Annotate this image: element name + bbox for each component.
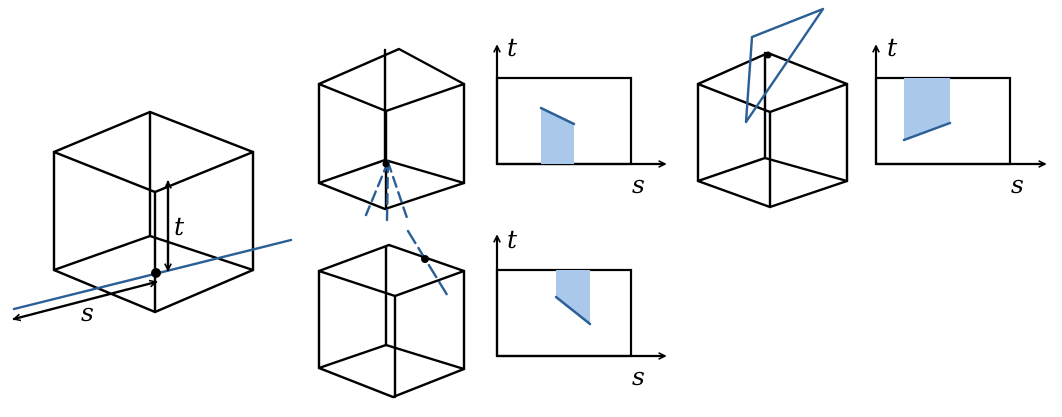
plot-c-t-label: t <box>887 33 898 62</box>
cube-b-ray <box>406 229 451 300</box>
cube-c <box>696 7 849 209</box>
cube-b-point <box>421 255 429 263</box>
t-label: t <box>174 212 185 241</box>
cube-c-plane <box>744 7 825 124</box>
plot-c-region <box>904 78 950 140</box>
cube-a-point <box>382 160 390 168</box>
plot-b-t-label: t <box>507 225 518 254</box>
plot-b-s-label: s <box>632 362 645 391</box>
main-cube: t s <box>14 110 293 327</box>
plot-a: t s <box>497 33 665 199</box>
plot-b: t s <box>497 225 665 391</box>
plot-a-t-label: t <box>507 33 518 62</box>
plot-c-s-label: s <box>1011 170 1024 199</box>
plot-a-region <box>541 108 574 164</box>
plot-a-s-label: s <box>632 170 645 199</box>
s-dimension-arrow <box>14 282 156 319</box>
intersection-point <box>151 268 161 278</box>
plot-b-region <box>556 270 590 324</box>
cube-a <box>317 47 466 222</box>
cube-a-rays <box>364 160 409 222</box>
plot-c: t s <box>876 33 1045 199</box>
cube-c-point <box>764 51 772 59</box>
s-label: s <box>81 298 94 327</box>
cube-b <box>317 229 466 399</box>
